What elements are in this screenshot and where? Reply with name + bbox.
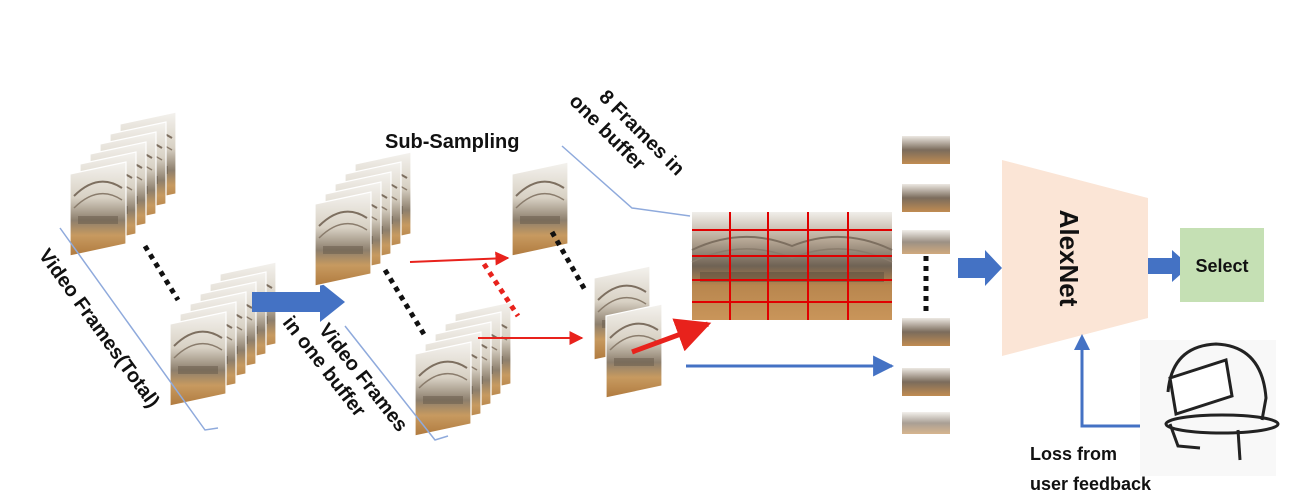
feedback-arrow-head xyxy=(1074,334,1090,350)
blue-arrow-to-select xyxy=(1148,250,1190,282)
bracket-buffer-frames xyxy=(344,325,449,441)
total-frames-stack-bottom xyxy=(169,261,277,407)
patch-thumbnails xyxy=(902,136,950,434)
blue-arrow-to-alexnet xyxy=(958,250,1002,286)
red-arrow-subsample-top xyxy=(409,251,510,266)
red-arrow-to-grid xyxy=(631,318,712,355)
label-buffer-frames: Video Frames in one buffer xyxy=(278,297,415,455)
label-alexnet: AlexNet xyxy=(1054,210,1084,307)
bracket-total-frames xyxy=(59,227,219,431)
select-box xyxy=(1180,228,1264,302)
feedback-arrow xyxy=(1080,346,1140,428)
label-sub-sampling: Sub-Sampling xyxy=(385,131,519,153)
dots-total-frames xyxy=(142,244,181,302)
dots-buffer-frames xyxy=(382,268,428,338)
total-frames-stack-top xyxy=(69,111,177,257)
label-eight-frames: 8 Frames in one buffer xyxy=(565,73,693,201)
vr-headset-user-icon xyxy=(1140,340,1280,476)
bracket-eight-frames xyxy=(561,145,691,217)
panorama-grid-frame xyxy=(691,212,893,320)
buffer-frames-stack-bottom xyxy=(414,301,512,437)
blue-arrow-to-buffer xyxy=(252,282,345,322)
red-dots-subsample xyxy=(481,262,521,318)
label-select: Select xyxy=(1195,256,1248,276)
dots-sampled-frames xyxy=(549,230,588,292)
alexnet-block xyxy=(1002,160,1148,356)
label-loss: Loss from user feedback xyxy=(1030,444,1152,494)
buffer-frames-stack-top xyxy=(314,151,412,287)
label-video-frames-total: Video Frames(Total) xyxy=(34,245,164,412)
